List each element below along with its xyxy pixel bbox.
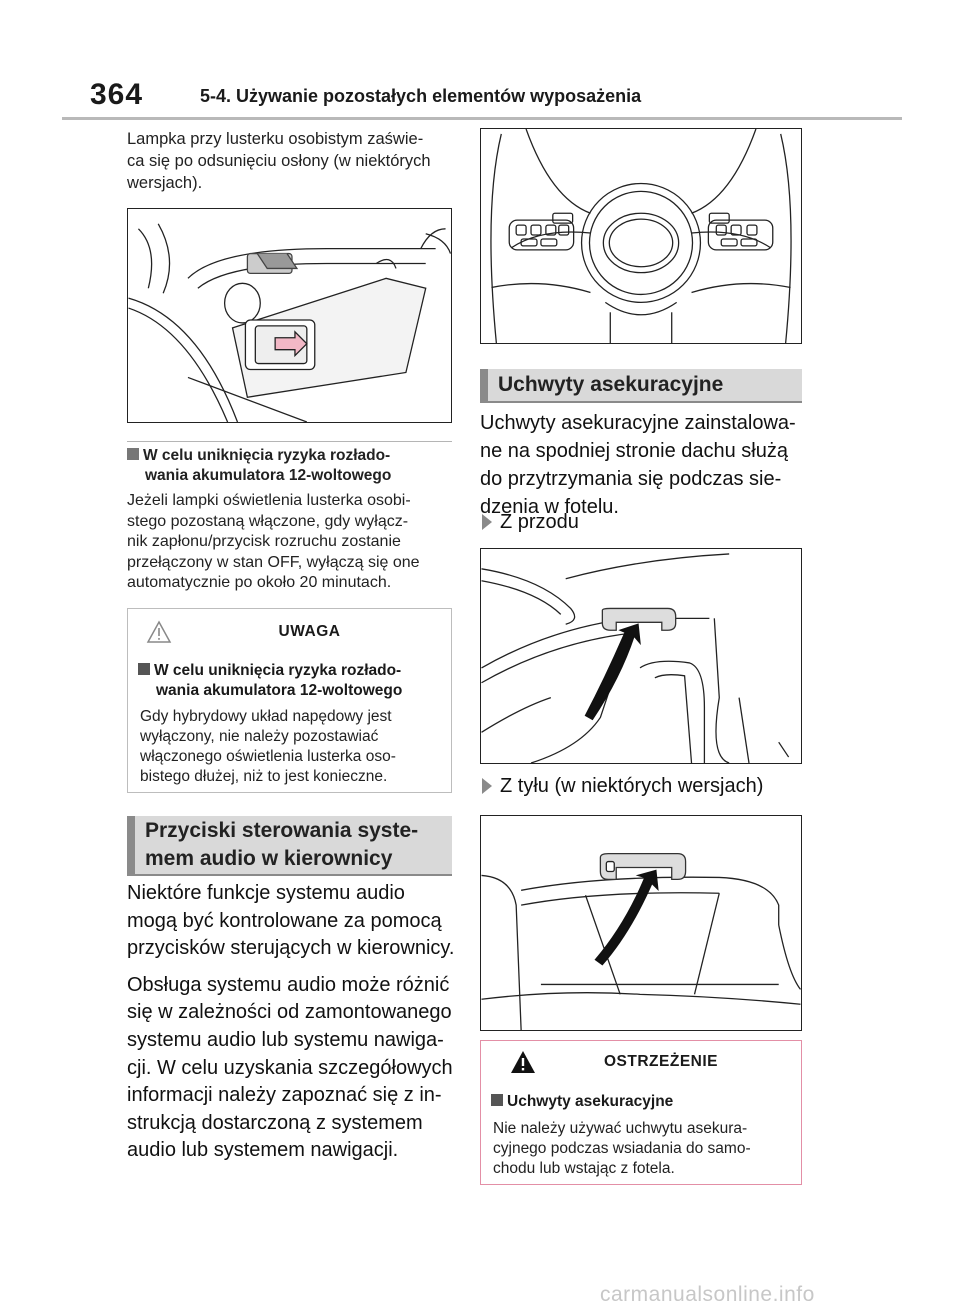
battery-paragraph: Jeżeli lampki oświetlenia lusterka osobi… xyxy=(127,492,420,591)
front-grab-handle-illustration xyxy=(480,548,802,764)
bullet-square-icon xyxy=(491,1094,503,1106)
warning-box: OSTRZEŻENIE Uchwyty asekuracyjne Nie nal… xyxy=(480,1040,802,1185)
section-title: 5-4. Używanie pozostałych elementów wypo… xyxy=(200,86,642,106)
caution-text: Gdy hybrydowy układ napędowy jest wyłącz… xyxy=(140,708,396,785)
front-label: Z przodu xyxy=(500,511,579,533)
watermark: carmanualsonline.info xyxy=(600,1283,815,1306)
banner-underline xyxy=(127,874,452,876)
pointer-triangle-icon xyxy=(482,514,492,530)
warning-triangle-icon xyxy=(511,1051,535,1073)
intro-text: Lampka przy lusterku osobistym zaświe- c… xyxy=(127,130,431,192)
warning-title: OSTRZEŻENIE xyxy=(603,1053,718,1070)
vanity-mirror-illustration xyxy=(127,208,452,423)
grab-handles-text: Uchwyty asekuracyjne zainstalowa- ne na … xyxy=(480,412,796,518)
bullet-square-icon xyxy=(127,448,139,460)
separator xyxy=(127,441,452,442)
caution-box: UWAGA W celu uniknięcia ryzyka rozłado- … xyxy=(127,608,452,793)
page-number: 364 xyxy=(90,78,144,111)
caution-triangle-icon xyxy=(146,620,172,643)
audio-text: Niektóre funkcje systemu audio mogą być … xyxy=(127,882,455,1162)
caution-title: UWAGA xyxy=(278,623,341,640)
bullet-square-icon xyxy=(138,663,150,675)
steering-wheel-illustration xyxy=(480,128,802,344)
warning-heading: Uchwyty asekuracyjne xyxy=(491,1092,796,1112)
rear-label: Z tyłu (w niektórych wersjach) xyxy=(500,775,764,797)
rear-grab-handle-illustration xyxy=(480,815,802,1031)
battery-subheading: W celu uniknięcia ryzyka rozłado- wania … xyxy=(127,446,457,486)
header-rule xyxy=(62,117,902,120)
warning-text: Nie należy używać uchwytu asekura- cyjne… xyxy=(493,1120,751,1177)
grab-handles-banner: Uchwyty asekuracyjne xyxy=(480,369,802,401)
audio-controls-banner: Przyciski sterowania syste- mem audio w … xyxy=(127,816,452,874)
page-header: 364 5-4. Używanie pozostałych elementów … xyxy=(90,78,902,114)
pointer-triangle-icon xyxy=(482,778,492,794)
banner-underline xyxy=(480,401,802,403)
caution-heading: W celu uniknięcia ryzyka rozłado- wania … xyxy=(138,661,453,701)
